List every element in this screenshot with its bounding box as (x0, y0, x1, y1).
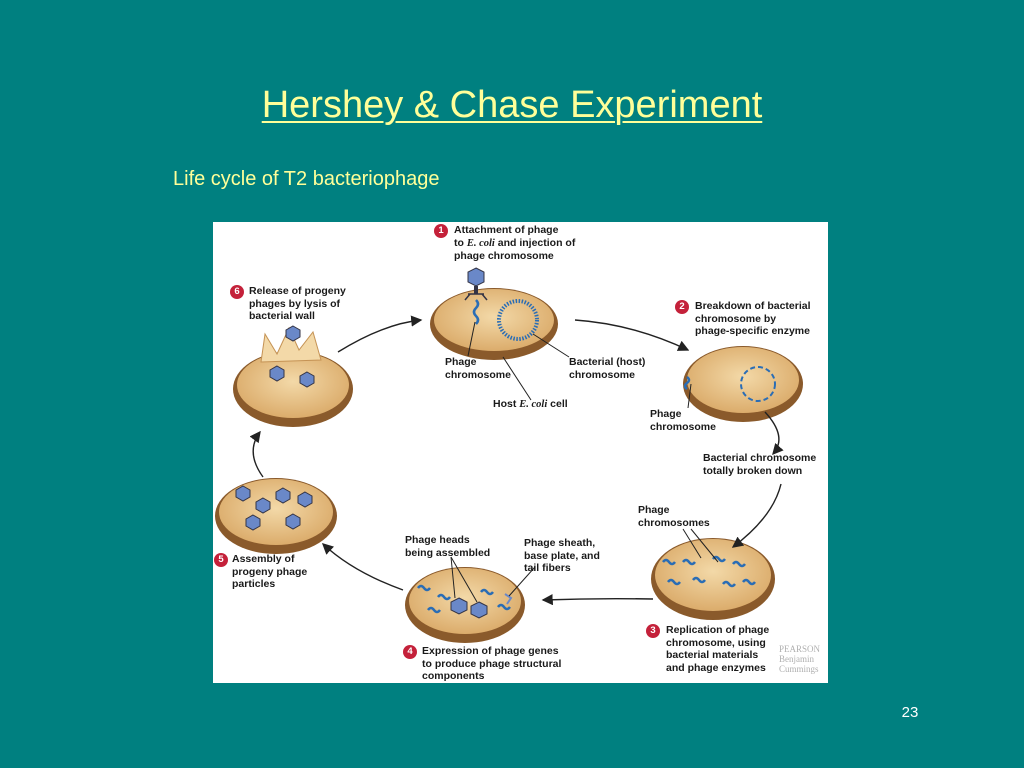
phage-chromosome-label-2: Phage chromosome (650, 408, 716, 433)
phage-chromosome-label-1: Phage chromosome (445, 356, 511, 381)
slide-subtitle: Life cycle of T2 bacteriophage (173, 168, 440, 190)
phage-sheath-label: Phage sheath, base plate, and tail fiber… (524, 537, 600, 574)
phage-heads-label: Phage heads being assembled (405, 534, 491, 559)
cell-step-3 (651, 538, 775, 620)
step-badge-5: 5 (214, 553, 228, 567)
phage-chromosomes-label: Phage chromosomes (638, 504, 710, 529)
cell-step-1 (430, 267, 558, 360)
bacterial-host-chromosome-label: Bacterial (host) chromosome (569, 356, 646, 381)
slide-title: Hershey & Chase Experiment (261, 84, 763, 126)
step-badge-1: 1 (434, 224, 448, 238)
step-1-label: Attachment of phage to E. coli and injec… (454, 224, 576, 262)
cell-step-4 (405, 567, 525, 643)
publisher-watermark: PEARSON Benjamin Cummings (779, 644, 821, 674)
injected-dna (472, 299, 480, 325)
host-ecoli-cell-label: Host E. coli cell (493, 398, 568, 410)
cell-step-6 (233, 325, 353, 427)
page-number: 23 (901, 704, 919, 721)
step-badge-3: 3 (646, 624, 660, 638)
step-2-label: Breakdown of bacterial chromosome by pha… (695, 300, 811, 337)
step-5-label: Assembly of progeny phage particles (232, 553, 308, 590)
step-6-label: Release of progeny phages by lysis of ba… (249, 285, 346, 322)
host-chromosome-ring (497, 299, 539, 341)
step-3-label: Replication of phage chromosome, using b… (666, 624, 770, 674)
lifecycle-diagram: 1 Attachment of phage to E. coli and inj… (213, 222, 828, 683)
breaking-chromosome (740, 366, 776, 402)
cell-step-2 (683, 346, 803, 422)
step-4-label: Expression of phage genes to produce pha… (422, 645, 562, 682)
cell-step-5 (215, 478, 337, 554)
step-badge-4: 4 (403, 645, 417, 659)
attached-phage-icon (464, 267, 488, 301)
diagram-graphics (215, 267, 803, 643)
cycle-arrows (249, 315, 784, 606)
step-badge-2: 2 (675, 300, 689, 314)
bacterial-chromosome-broken-label: Bacterial chromosome totally broken down (703, 452, 817, 477)
step-badge-6: 6 (230, 285, 244, 299)
